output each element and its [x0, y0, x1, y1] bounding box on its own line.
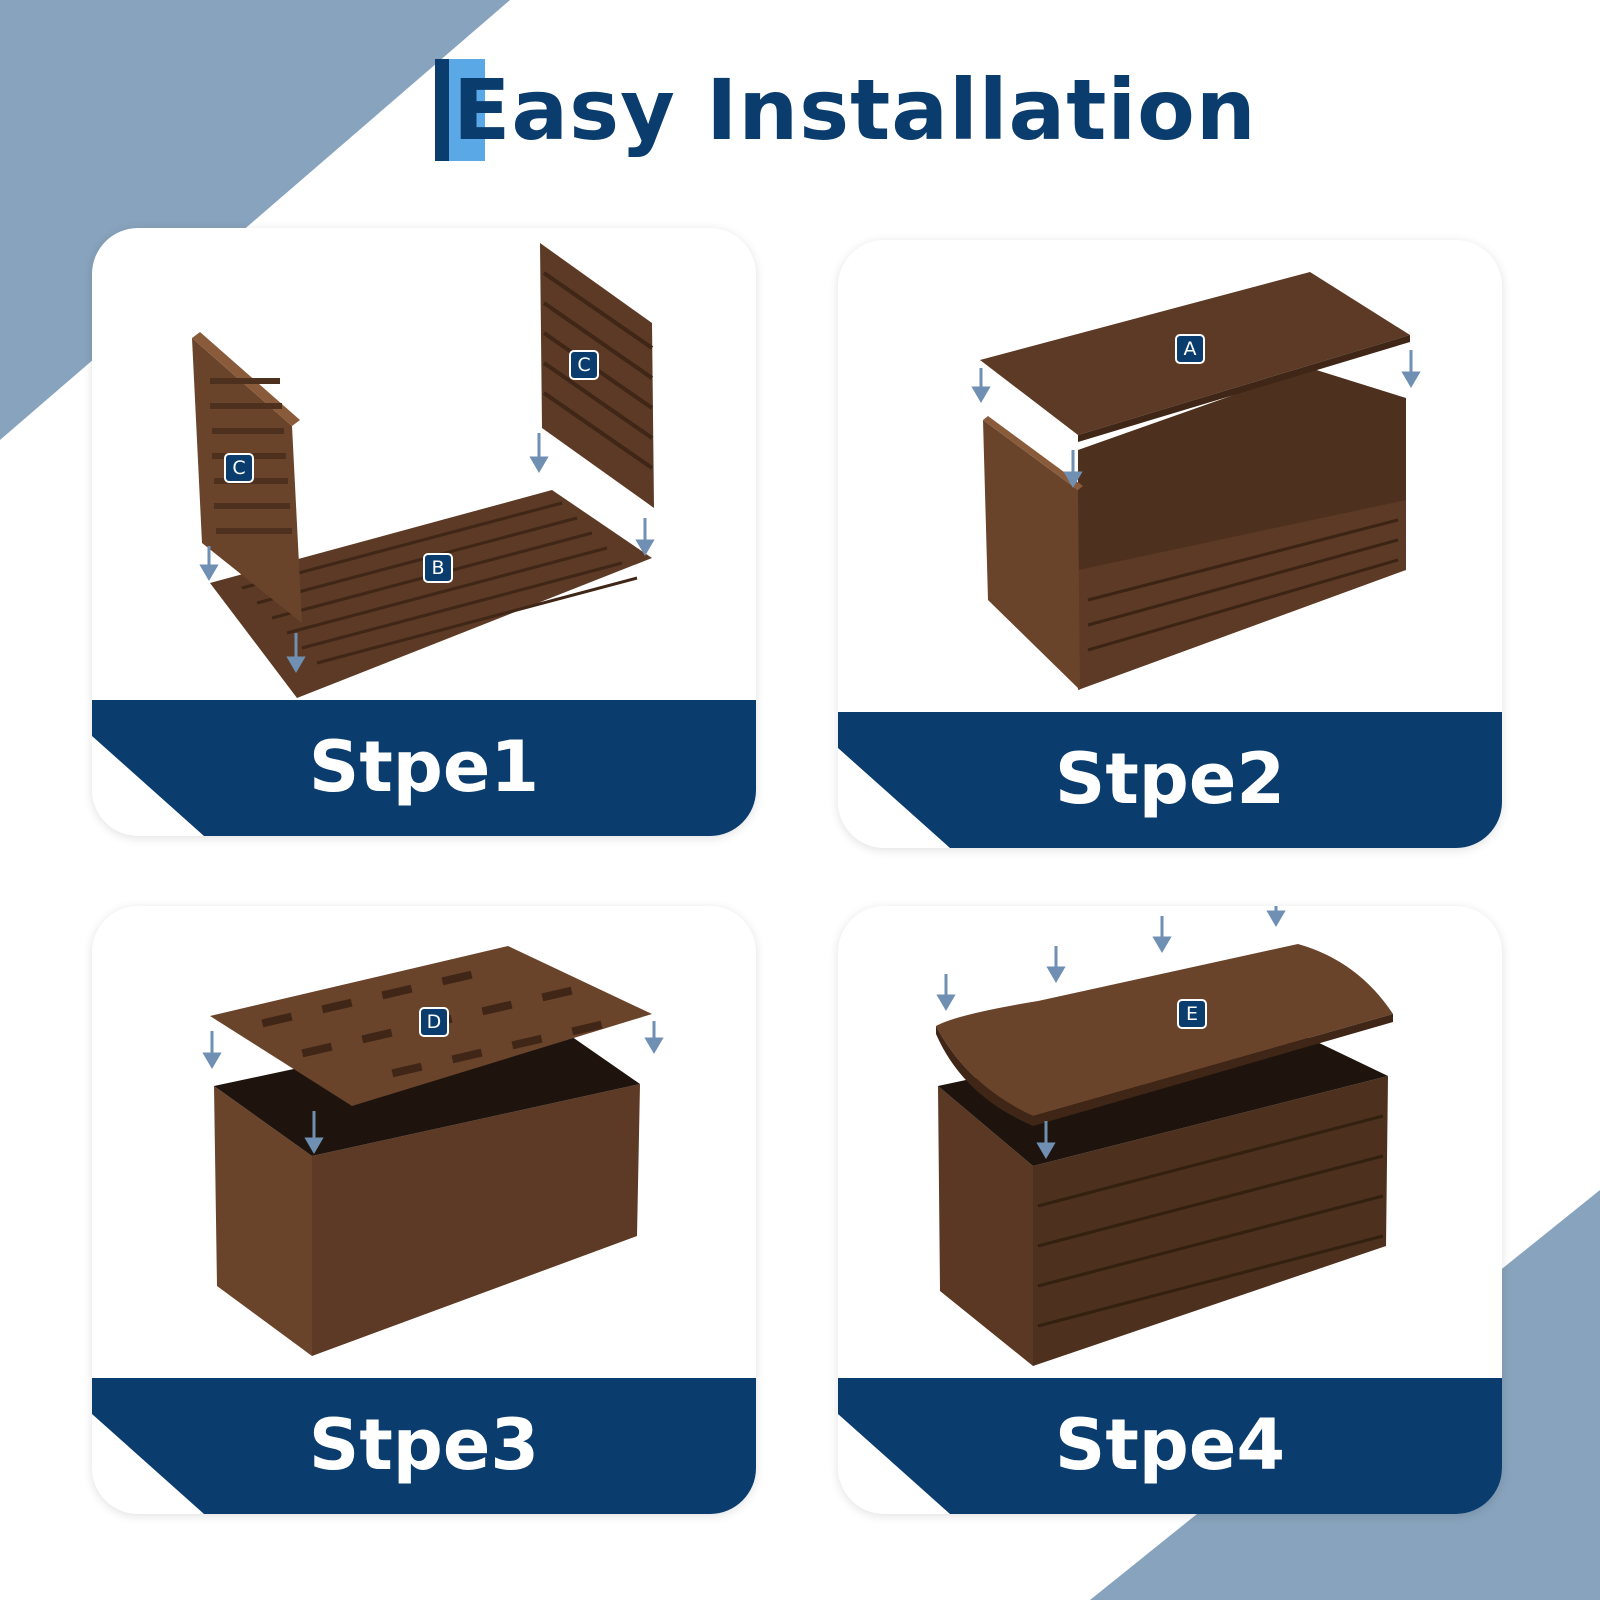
step-card-4: E Stpe4: [838, 906, 1502, 1514]
step-card-2: A Stpe2: [838, 240, 1502, 848]
step-card-1: C C B Stpe1: [92, 228, 756, 836]
box-front: [214, 1086, 312, 1356]
step-1-label: Stpe1: [308, 726, 540, 808]
page-title: Easy Installation: [453, 61, 1257, 159]
step-4-banner: Stpe4: [838, 1378, 1502, 1514]
box-front: [938, 1086, 1033, 1366]
step-3-label: Stpe3: [308, 1404, 540, 1486]
part-tag-d: D: [419, 1007, 449, 1037]
part-tag-b: B: [423, 553, 453, 583]
step-4-illustration: [936, 906, 1393, 1366]
step-1-banner: Stpe1: [92, 700, 756, 836]
part-tag-c-left: C: [224, 453, 254, 483]
title-accent-bar: [435, 59, 449, 161]
box-opening: [214, 1016, 640, 1156]
part-tag-c-right: C: [569, 350, 599, 380]
step-2-banner: Stpe2: [838, 712, 1502, 848]
step-3-banner: Stpe3: [92, 1378, 756, 1514]
front-side-panel: [983, 420, 1080, 690]
part-tag-a: A: [1175, 334, 1205, 364]
step-1-illustration: [192, 243, 655, 698]
step-3-illustration: [202, 946, 664, 1356]
title-block: Easy Installation: [435, 55, 1256, 165]
box-side: [1033, 1076, 1388, 1366]
lid-panel-e: [936, 944, 1393, 1116]
step-2-label: Stpe2: [1054, 738, 1286, 820]
step-4-label: Stpe4: [1054, 1404, 1286, 1486]
base-floor: [1078, 500, 1406, 690]
title-accent-highlight: [449, 59, 485, 161]
step-card-3: D Stpe3: [92, 906, 756, 1514]
step-2-illustration: [971, 272, 1421, 690]
part-tag-e: E: [1177, 999, 1207, 1029]
box-side: [312, 1084, 640, 1356]
